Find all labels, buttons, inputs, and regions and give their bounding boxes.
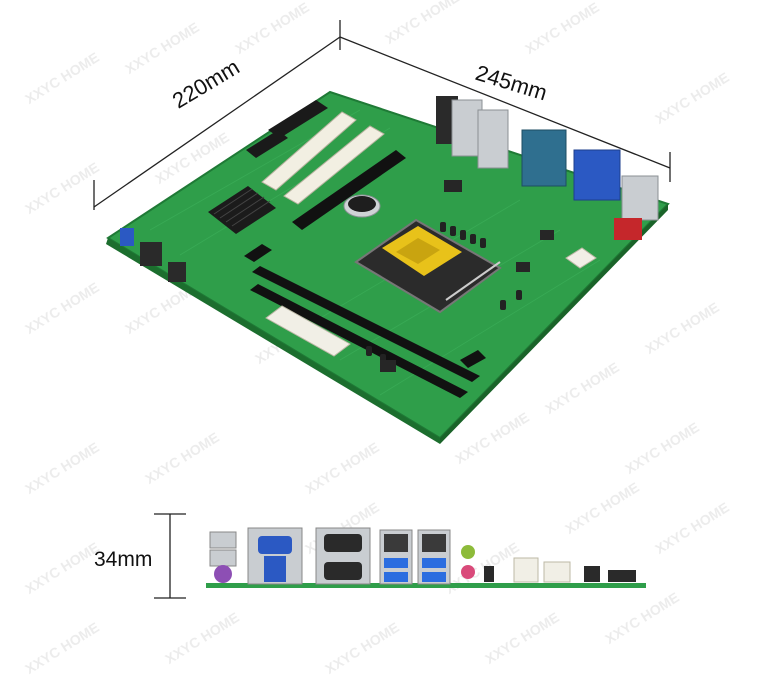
- left-edge-connectors: [120, 228, 186, 282]
- rear-io-panel: [206, 527, 646, 588]
- chipset-heatsink: [208, 186, 276, 234]
- atx-power-connector: [265, 305, 351, 357]
- chips: [380, 180, 554, 372]
- height-dimension-label: 34mm: [94, 548, 153, 571]
- cmos-battery: [343, 194, 381, 218]
- pci-slots: [246, 100, 385, 205]
- dimension-line-34: [154, 513, 186, 599]
- cpu-socket: [354, 218, 502, 314]
- header-connector: [565, 247, 597, 269]
- dimm-slots: [244, 244, 486, 398]
- pcie-slot: [292, 150, 406, 230]
- rear-io-3d: [436, 96, 659, 240]
- dimension-line-220: [93, 20, 341, 210]
- dimension-line-245: [339, 36, 671, 182]
